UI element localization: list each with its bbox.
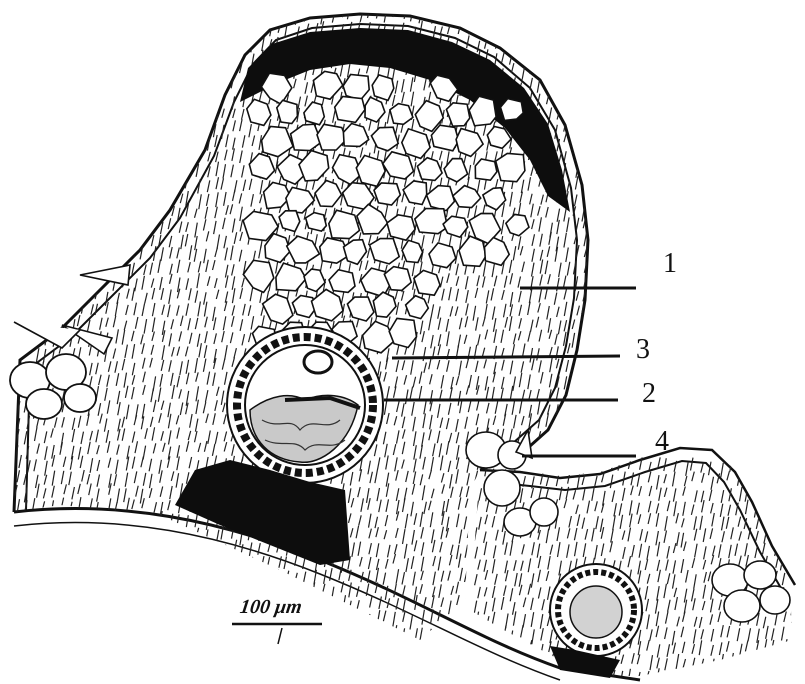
leader-line-3: [392, 356, 620, 358]
trichomes: [14, 265, 130, 354]
lower-right-cells: [712, 561, 790, 622]
scale-bar-label: 100 μm: [238, 596, 303, 619]
label-3: 3: [636, 336, 650, 364]
label-4: 4: [655, 428, 669, 456]
cell-group-4: [466, 430, 558, 536]
vascular-bundle-main: [227, 327, 383, 483]
vascular-bundle-small: [550, 564, 642, 678]
label-2: 2: [642, 380, 656, 408]
label-1: 1: [663, 250, 677, 278]
left-cell-cluster: [10, 354, 96, 419]
